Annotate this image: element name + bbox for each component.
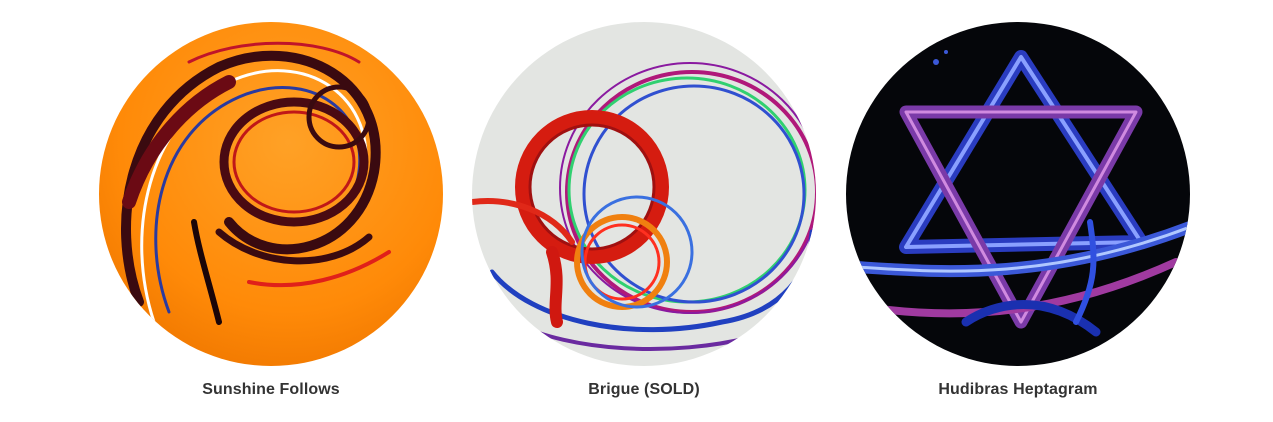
artwork-card-hudibras-heptagram[interactable]: Hudibras Heptagram [846, 22, 1190, 412]
rings-artwork-icon [472, 22, 816, 366]
swirl-artwork-icon [99, 22, 443, 366]
artwork-image[interactable] [472, 22, 816, 366]
artwork-card-brigue[interactable]: Brigue (SOLD) [472, 22, 816, 412]
star-artwork-icon [846, 22, 1190, 366]
artwork-image[interactable] [846, 22, 1190, 366]
artwork-title[interactable]: Hudibras Heptagram [938, 381, 1098, 398]
artwork-card-sunshine-follows[interactable]: Sunshine Follows [99, 22, 443, 412]
artwork-image[interactable] [99, 22, 443, 366]
artwork-title[interactable]: Brigue (SOLD) [588, 381, 700, 398]
artwork-title[interactable]: Sunshine Follows [202, 381, 340, 398]
